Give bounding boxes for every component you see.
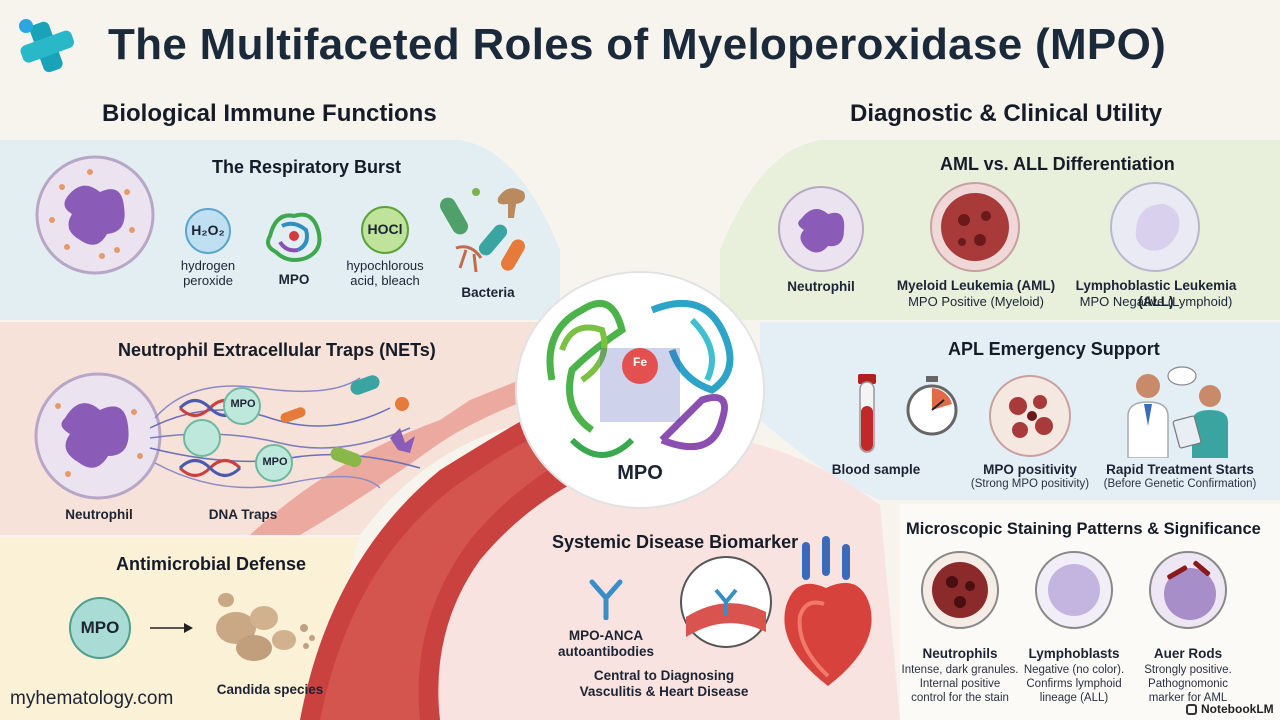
systemic-title: Systemic Disease Biomarker bbox=[552, 532, 799, 552]
staining-title: Microscopic Staining Patterns & Signific… bbox=[906, 520, 1261, 538]
blood-tube-icon bbox=[858, 374, 876, 453]
vessel-zoom-circle bbox=[680, 556, 772, 648]
right-section-heading: Diagnostic & Clinical Utility bbox=[850, 100, 1163, 127]
notebooklm-label: NotebookLM bbox=[1201, 702, 1274, 716]
blood-sample-label: Blood sample bbox=[831, 462, 921, 477]
candida-label: Candida species bbox=[216, 682, 324, 697]
nets-title: Neutrophil Extracellular Traps (NETs) bbox=[118, 340, 436, 360]
stain-neutrophils-label: Neutrophils bbox=[922, 646, 998, 661]
heart-icon bbox=[784, 536, 872, 686]
candida-cells-icon bbox=[216, 593, 315, 661]
respiratory-burst-title: The Respiratory Burst bbox=[212, 157, 402, 177]
nets-neutrophil-label: Neutrophil bbox=[65, 507, 133, 522]
all-label: Lymphoblastic Leukemia (ALL) bbox=[1075, 278, 1237, 309]
apl-mpo-label: MPO positivity bbox=[983, 462, 1077, 477]
hocl-symbol: HOCl bbox=[367, 221, 403, 237]
stain-lymphoblast-icon bbox=[1035, 551, 1113, 629]
mpo-small-label: MPO bbox=[278, 272, 310, 287]
stopwatch-icon bbox=[906, 376, 958, 436]
apl-title: APL Emergency Support bbox=[948, 339, 1160, 359]
mpo-sphere-icon bbox=[69, 597, 131, 659]
bacteria-cluster-icon bbox=[440, 188, 525, 273]
nets-dna-label: DNA Traps bbox=[208, 507, 278, 522]
neutrophil-small-icon bbox=[778, 186, 864, 272]
doctors-icon bbox=[1127, 366, 1228, 458]
aml-sub-label: MPO Positive (Myeloid) bbox=[908, 294, 1044, 309]
aml-neutrophil-label: Neutrophil bbox=[787, 279, 855, 294]
aml-all-title: AML vs. ALL Differentiation bbox=[940, 154, 1175, 174]
treatment-label: Rapid Treatment Starts bbox=[1106, 462, 1254, 477]
stain-neutrophils-desc: Intense, dark granules.Internal positive… bbox=[901, 664, 1019, 704]
neutrophil-cell-icon bbox=[35, 155, 155, 275]
h2o2-molecule-icon bbox=[185, 208, 231, 254]
arrow-right-icon bbox=[150, 623, 193, 633]
stain-lymphoblasts-label: Lymphoblasts bbox=[1028, 646, 1120, 661]
mpo-protein-small-icon bbox=[266, 212, 322, 262]
all-sub-label: MPO Negative (Lymphoid) bbox=[1079, 294, 1233, 309]
aml-cell-icon bbox=[930, 182, 1020, 272]
mpo-positivity-cell-icon bbox=[989, 375, 1071, 457]
left-section-heading: Biological Immune Functions bbox=[102, 100, 437, 127]
bacteria-label: Bacteria bbox=[461, 285, 515, 300]
antimicrobial-title: Antimicrobial Defense bbox=[116, 554, 307, 574]
nets-illustration bbox=[34, 372, 421, 500]
stain-auer-rods-icon bbox=[1149, 551, 1227, 629]
h2o2-symbol: H₂O₂ bbox=[191, 222, 225, 238]
stain-auer-label: Auer Rods bbox=[1153, 646, 1223, 661]
footer-site-link[interactable]: myhematology.com bbox=[10, 688, 174, 709]
page-title: The Multifaceted Roles of Myeloperoxidas… bbox=[108, 20, 1167, 69]
all-cell-icon bbox=[1110, 182, 1200, 272]
antimicrobial-mpo-label: MPO bbox=[80, 618, 120, 637]
hocl-molecule-icon bbox=[361, 206, 409, 254]
nets-mpo-bead-2: MPO bbox=[262, 456, 288, 468]
notebooklm-badge: NotebookLM bbox=[1186, 702, 1274, 716]
apl-mpo-sub-label: (Strong MPO positivity) bbox=[970, 478, 1090, 490]
mpo-center-molecule bbox=[515, 271, 765, 509]
center-fe-label: Fe bbox=[632, 355, 647, 369]
notebooklm-icon bbox=[1186, 703, 1197, 715]
aml-label: Myeloid Leukemia (AML) bbox=[896, 278, 1056, 293]
center-mpo-label: MPO bbox=[617, 462, 663, 484]
nets-mpo-bead-1: MPO bbox=[230, 398, 256, 410]
antibody-icon bbox=[589, 579, 623, 620]
treatment-sub-label: (Before Genetic Confirmation) bbox=[1103, 478, 1257, 490]
stain-neutrophil-icon bbox=[921, 551, 999, 629]
medical-cross-logo-icon bbox=[19, 19, 75, 73]
